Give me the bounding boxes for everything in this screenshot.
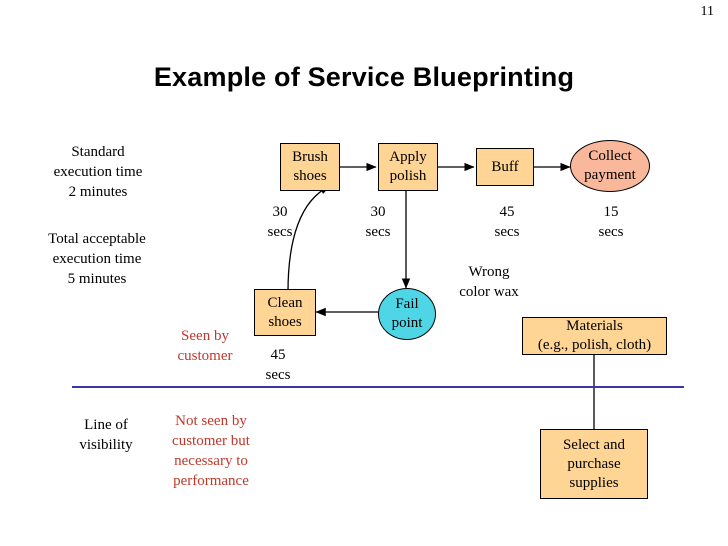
not-seen-line-2: customer but	[172, 433, 250, 449]
collect-payment-time-line-2: secs	[598, 224, 624, 240]
select-purchase-line-2: purchase	[567, 455, 621, 472]
collect-payment-time: 15 secs	[582, 202, 640, 242]
node-fail-point[interactable]: Fail point	[378, 288, 436, 340]
total-time-line-3: 5 minutes	[67, 271, 127, 287]
seen-by-customer-line-2: customer	[177, 348, 233, 364]
collect-payment-line-1: Collect	[588, 148, 632, 164]
apply-polish-time-line-1: 30	[370, 204, 386, 220]
wrong-color-wax-line-1: Wrong	[468, 264, 510, 280]
standard-execution-time-note: Standard execution time 2 minutes	[18, 142, 178, 202]
wrong-color-wax-label: Wrong color wax	[437, 262, 541, 302]
line-of-visibility	[72, 386, 684, 388]
node-clean-shoes[interactable]: Clean shoes	[254, 289, 316, 336]
buff-time-line-2: secs	[494, 224, 520, 240]
brush-shoes-line-2: shoes	[293, 168, 327, 184]
apply-polish-line-2: polish	[389, 168, 427, 184]
fail-point-line-1: Fail	[395, 296, 419, 312]
not-seen-line-3: necessary to	[174, 453, 248, 469]
total-time-line-1: Total acceptable	[48, 231, 146, 247]
not-seen-line-4: performance	[173, 473, 249, 489]
not-seen-line-1: Not seen by	[175, 413, 247, 429]
select-purchase-line-3: supplies	[569, 474, 619, 491]
node-materials[interactable]: Materials (e.g., polish, cloth)	[522, 317, 667, 355]
brush-shoes-time-line-2: secs	[267, 224, 293, 240]
select-purchase-line-1: Select and	[562, 436, 626, 453]
apply-polish-line-1: Apply	[389, 149, 427, 165]
not-seen-by-customer-label: Not seen by customer but necessary to pe…	[156, 411, 266, 491]
buff-line-1: Buff	[491, 158, 519, 175]
line-of-visibility-line-1: Line of	[84, 417, 128, 433]
seen-by-customer-label: Seen by customer	[150, 326, 260, 366]
node-collect-payment[interactable]: Collect payment	[570, 140, 650, 192]
collect-payment-time-line-1: 15	[603, 204, 619, 220]
materials-line-1: Materials	[566, 318, 623, 334]
materials-line-2: (e.g., polish, cloth)	[537, 337, 652, 353]
standard-time-line-3: 2 minutes	[68, 184, 128, 200]
apply-polish-time-line-2: secs	[365, 224, 391, 240]
standard-time-line-2: execution time	[53, 164, 143, 180]
brush-shoes-line-1: Brush	[292, 149, 328, 165]
clean-shoes-line-1: Clean	[267, 294, 303, 311]
clean-shoes-line-2: shoes	[268, 313, 302, 330]
total-time-line-2: execution time	[52, 251, 142, 267]
collect-payment-line-2: payment	[584, 167, 636, 183]
clean-shoes-time-line-1: 45	[270, 347, 286, 363]
node-buff[interactable]: Buff	[476, 148, 534, 186]
node-apply-polish[interactable]: Apply polish	[378, 143, 438, 191]
fail-point-line-2: point	[391, 315, 423, 331]
seen-by-customer-line-1: Seen by	[181, 328, 229, 344]
clean-shoes-time: 45 secs	[248, 345, 308, 385]
wrong-color-wax-line-2: color wax	[459, 284, 519, 300]
standard-time-line-1: Standard	[71, 144, 125, 160]
brush-shoes-time-line-1: 30	[272, 204, 288, 220]
buff-time: 45 secs	[478, 202, 536, 242]
total-acceptable-time-note: Total acceptable execution time 5 minute…	[12, 229, 182, 289]
page-number: 11	[700, 4, 714, 19]
node-select-purchase-supplies[interactable]: Select and purchase supplies	[540, 429, 648, 499]
line-of-visibility-label: Line of visibility	[56, 415, 156, 455]
node-brush-shoes[interactable]: Brush shoes	[280, 143, 340, 191]
page-title: Example of Service Blueprinting	[153, 62, 575, 92]
line-of-visibility-line-2: visibility	[79, 437, 133, 453]
buff-time-line-1: 45	[499, 204, 515, 220]
brush-shoes-time: 30 secs	[250, 202, 310, 242]
apply-polish-time: 30 secs	[348, 202, 408, 242]
clean-shoes-time-line-2: secs	[265, 367, 291, 383]
